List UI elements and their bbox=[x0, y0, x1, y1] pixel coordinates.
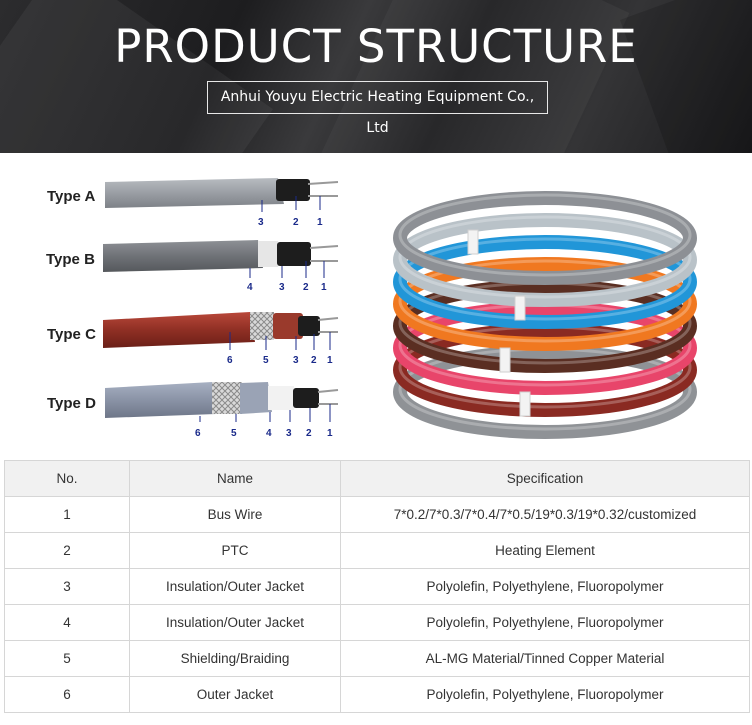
column-header: Specification bbox=[340, 460, 750, 497]
cable-coil bbox=[393, 301, 697, 395]
callout-number: 1 bbox=[321, 282, 327, 293]
cell-name: Insulation/Outer Jacket bbox=[129, 604, 341, 641]
cable-coil-highlight bbox=[398, 237, 692, 321]
cell-no: 4 bbox=[4, 604, 130, 641]
type-a-cable: 3 2 1 bbox=[105, 178, 339, 228]
cell-no: 6 bbox=[4, 676, 130, 713]
callout-number: 6 bbox=[195, 428, 201, 439]
cable-diagram: 3 2 1 4 3 2 1 bbox=[103, 178, 697, 439]
type-c-cable: 6 5 3 2 1 bbox=[103, 312, 339, 366]
cell-no: 3 bbox=[4, 568, 130, 605]
cable-tie bbox=[519, 391, 531, 417]
cell-spec: AL-MG Material/Tinned Copper Material bbox=[340, 640, 750, 677]
type-d-label: Type D bbox=[47, 395, 96, 412]
cell-spec: 7*0.2/7*0.3/7*0.4/7*0.5/19*0.3/19*0.32/c… bbox=[340, 496, 750, 533]
column-header: Name bbox=[129, 460, 341, 497]
company-name: Anhui Youyu Electric Heating Equipment C… bbox=[207, 81, 548, 136]
cell-spec: Polyolefin, Polyethylene, Fluoropolymer bbox=[340, 676, 750, 713]
cell-no: 1 bbox=[4, 496, 130, 533]
cable-coil-highlight bbox=[398, 259, 692, 343]
callout-number: 6 bbox=[227, 355, 233, 366]
cell-spec: Polyolefin, Polyethylene, Fluoropolymer bbox=[340, 568, 750, 605]
column-header: No. bbox=[4, 460, 130, 497]
callout-number: 2 bbox=[306, 428, 312, 439]
cable-tie bbox=[514, 295, 526, 321]
cell-no: 5 bbox=[4, 640, 130, 677]
cable-coil bbox=[393, 345, 697, 439]
type-b-label: Type B bbox=[46, 251, 95, 268]
spec-table: No. Name Specification 1 Bus Wire 7*0.2/… bbox=[4, 460, 750, 713]
type-d-cable: 6 5 4 3 2 1 bbox=[105, 382, 339, 439]
cell-name: PTC bbox=[129, 532, 341, 569]
callout-number: 5 bbox=[231, 428, 237, 439]
callout-number: 3 bbox=[279, 282, 285, 293]
cable-tie bbox=[467, 229, 479, 255]
cell-spec: Polyolefin, Polyethylene, Fluoropolymer bbox=[340, 604, 750, 641]
callout-number: 4 bbox=[266, 428, 272, 439]
table-row: 3 Insulation/Outer Jacket Polyolefin, Po… bbox=[4, 568, 750, 605]
table-row: 2 PTC Heating Element bbox=[4, 532, 750, 569]
table-row: 6 Outer Jacket Polyolefin, Polyethylene,… bbox=[4, 676, 750, 713]
product-figure: Type A Type B Type C Type D bbox=[0, 160, 752, 452]
callout-number: 3 bbox=[286, 428, 292, 439]
cable-coils-photo bbox=[393, 191, 697, 439]
type-b-cable: 4 3 2 1 bbox=[103, 240, 339, 293]
cable-coil-highlight bbox=[398, 215, 692, 299]
cell-name: Shielding/Braiding bbox=[129, 640, 341, 677]
cell-name: Insulation/Outer Jacket bbox=[129, 568, 341, 605]
page-title: PRODUCT STRUCTURE bbox=[114, 20, 638, 73]
cable-coil bbox=[393, 191, 697, 285]
callout-number: 1 bbox=[327, 355, 333, 366]
cell-name: Bus Wire bbox=[129, 496, 341, 533]
table-row: 4 Insulation/Outer Jacket Polyolefin, Po… bbox=[4, 604, 750, 641]
callout-number: 4 bbox=[247, 282, 253, 293]
cell-no: 2 bbox=[4, 532, 130, 569]
callout-number: 2 bbox=[303, 282, 309, 293]
callout-number: 3 bbox=[293, 355, 299, 366]
callout-number: 5 bbox=[263, 355, 269, 366]
callout-number: 2 bbox=[293, 217, 299, 228]
cable-coil bbox=[393, 213, 697, 307]
cable-coil-highlight bbox=[398, 193, 692, 277]
cable-coil bbox=[393, 323, 697, 417]
header-banner: PRODUCT STRUCTURE Anhui Youyu Electric H… bbox=[0, 0, 752, 153]
callout-number: 1 bbox=[317, 217, 323, 228]
type-a-label: Type A bbox=[47, 188, 96, 205]
callout-number: 3 bbox=[258, 217, 264, 228]
cell-name: Outer Jacket bbox=[129, 676, 341, 713]
table-row: 1 Bus Wire 7*0.2/7*0.3/7*0.4/7*0.5/19*0.… bbox=[4, 496, 750, 533]
table-row: 5 Shielding/Braiding AL-MG Material/Tinn… bbox=[4, 640, 750, 677]
cell-spec: Heating Element bbox=[340, 532, 750, 569]
cable-coil bbox=[393, 257, 697, 351]
cable-coil bbox=[393, 235, 697, 329]
type-c-label: Type C bbox=[47, 326, 96, 343]
callout-number: 2 bbox=[311, 355, 317, 366]
cable-coil bbox=[393, 279, 697, 373]
callout-number: 1 bbox=[327, 428, 333, 439]
table-header-row: No. Name Specification bbox=[4, 460, 750, 497]
cable-tie bbox=[499, 347, 511, 373]
